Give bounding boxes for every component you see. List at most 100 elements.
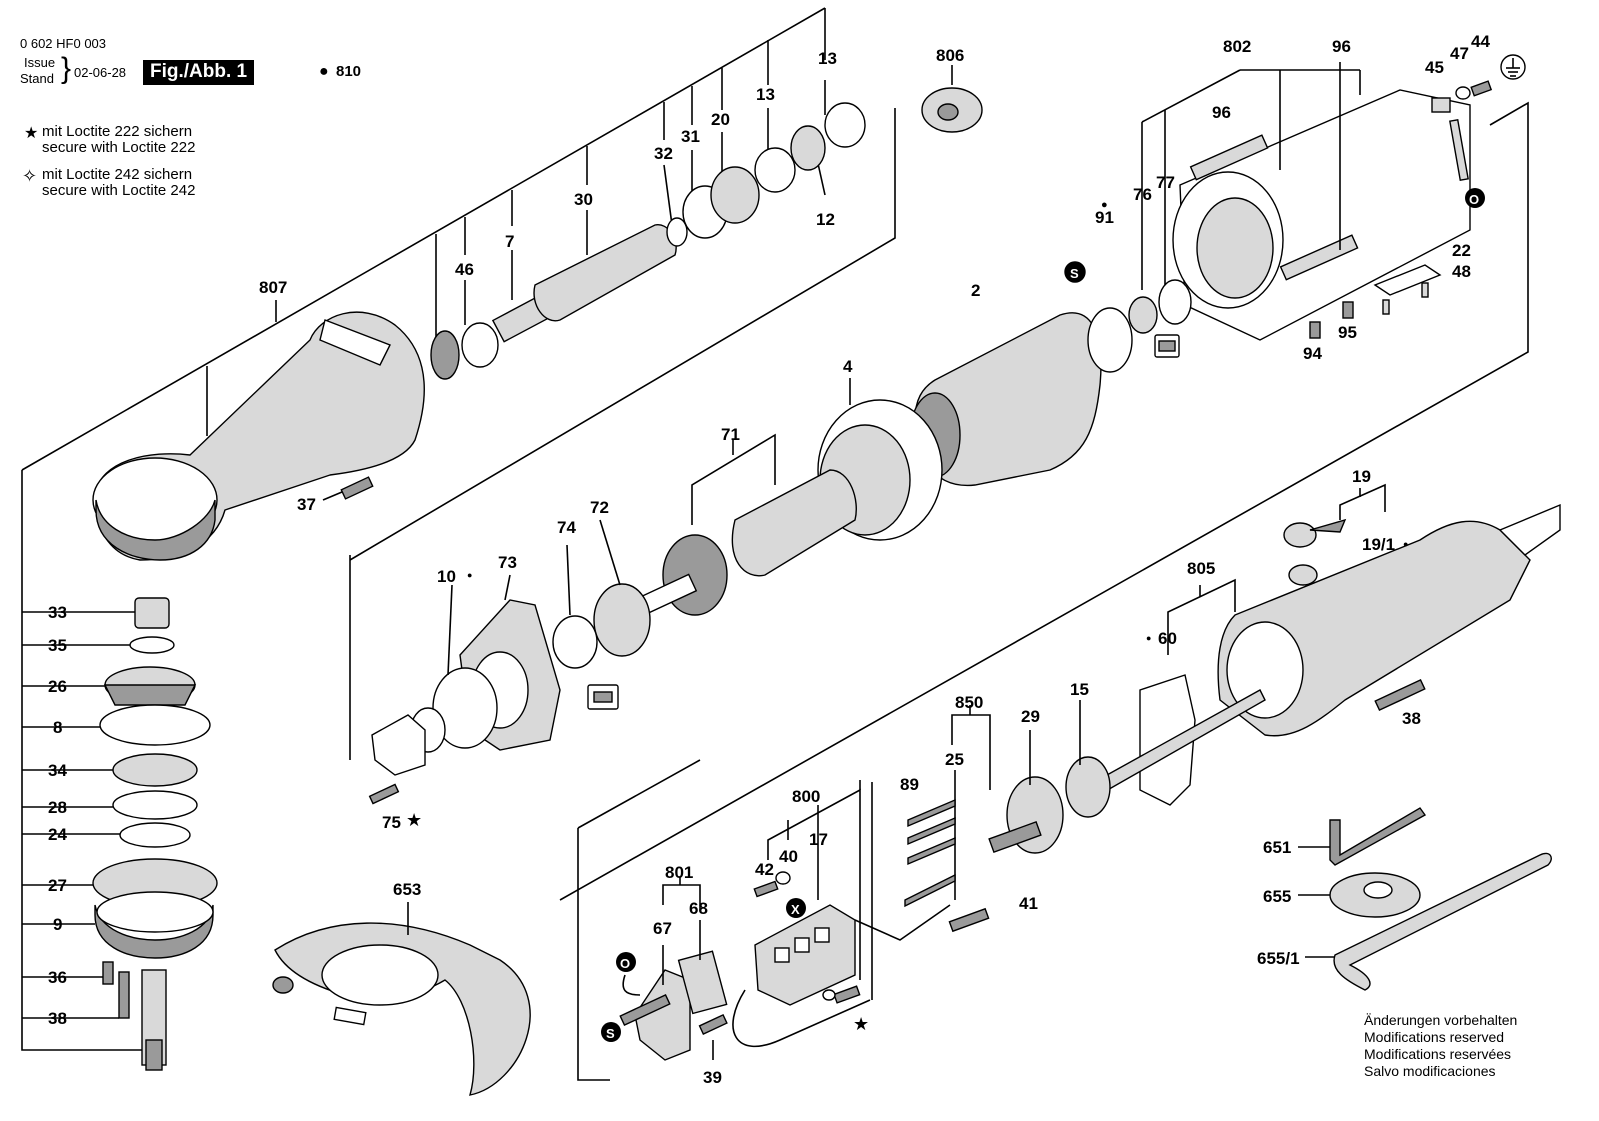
svg-text:S: S bbox=[1070, 266, 1079, 281]
label-37: 37 bbox=[297, 495, 316, 514]
marker-s-top: S bbox=[1065, 262, 1085, 282]
label-42: 42 bbox=[755, 860, 774, 879]
label-22: 22 bbox=[1452, 241, 1471, 260]
label-12: 12 bbox=[816, 210, 835, 229]
dot-60: ● bbox=[1146, 633, 1151, 643]
label-74: 74 bbox=[557, 518, 576, 537]
earth-clamp-parts bbox=[1431, 54, 1526, 182]
label-41: 41 bbox=[1019, 894, 1038, 913]
label-25: 25 bbox=[945, 750, 964, 769]
label-68: 68 bbox=[689, 899, 708, 918]
label-651: 651 bbox=[1263, 838, 1291, 857]
dot-10: ● bbox=[467, 570, 472, 580]
spindle-parts-stack bbox=[92, 597, 218, 1071]
label-801: 801 bbox=[665, 863, 693, 882]
label-8: 8 bbox=[53, 718, 62, 737]
label-33: 33 bbox=[48, 603, 67, 622]
label-850: 850 bbox=[955, 693, 983, 712]
label-35: 35 bbox=[48, 636, 67, 655]
label-76: 76 bbox=[1133, 185, 1152, 204]
label-40: 40 bbox=[779, 847, 798, 866]
label-75: 75 bbox=[382, 813, 401, 832]
label-19: 19 bbox=[1352, 467, 1371, 486]
loctite-242-en: secure with Loctite 242 bbox=[42, 182, 196, 199]
label-7: 7 bbox=[505, 232, 514, 251]
label-15: 15 bbox=[1070, 680, 1089, 699]
document-number: 0 602 HF0 003 bbox=[20, 36, 107, 51]
loctite-242-de: mit Loctite 242 sichern bbox=[42, 166, 193, 183]
brace-glyph: } bbox=[61, 52, 72, 85]
star-icon-75: ★ bbox=[406, 810, 422, 830]
label-653: 653 bbox=[393, 880, 421, 899]
svg-text:O: O bbox=[1469, 192, 1479, 207]
label-19-1: 19/1 bbox=[1362, 535, 1395, 554]
label-802: 802 bbox=[1223, 37, 1251, 56]
label-800: 800 bbox=[792, 787, 820, 806]
loctite-222-en: secure with Loctite 222 bbox=[42, 139, 196, 156]
label-807: 807 bbox=[259, 278, 287, 297]
drive-shaft-chain bbox=[430, 102, 866, 380]
label-94: 94 bbox=[1303, 344, 1322, 363]
dot-91: ● bbox=[1101, 199, 1108, 211]
label-44: 44 bbox=[1471, 32, 1490, 51]
footer-en: Modifications reserved bbox=[1364, 1029, 1505, 1045]
label-71: 71 bbox=[721, 425, 740, 444]
tools bbox=[1298, 807, 1552, 991]
plate-22-screw-48 bbox=[1309, 264, 1442, 339]
star-icon: ★ bbox=[24, 125, 39, 142]
label-24: 24 bbox=[48, 825, 67, 844]
marker-s-bottom: S bbox=[601, 1022, 621, 1042]
label-39: 39 bbox=[703, 1068, 722, 1087]
label-96a: 96 bbox=[1332, 37, 1351, 56]
figure-badge: Fig./Abb. 1 bbox=[143, 60, 255, 85]
motor-housing bbox=[1141, 62, 1471, 341]
label-26: 26 bbox=[48, 677, 67, 696]
marker-x: X bbox=[786, 898, 806, 918]
stator-2 bbox=[909, 261, 1192, 486]
dot-19-1: ● bbox=[1403, 539, 1408, 549]
label-655: 655 bbox=[1263, 887, 1291, 906]
frame-gear-head bbox=[21, 7, 896, 1051]
label-47: 47 bbox=[1450, 44, 1469, 63]
coupling-806 bbox=[921, 65, 983, 133]
bearing-flange-parts bbox=[368, 519, 651, 805]
label-67: 67 bbox=[653, 919, 672, 938]
label-30: 30 bbox=[574, 190, 593, 209]
label-73: 73 bbox=[498, 553, 517, 572]
label-806: 806 bbox=[936, 46, 964, 65]
label-45: 45 bbox=[1425, 58, 1444, 77]
svg-text:X: X bbox=[791, 902, 800, 917]
gear-head-housing bbox=[92, 311, 425, 561]
footer-fr: Modifications reservées bbox=[1364, 1046, 1512, 1062]
label-13b: 13 bbox=[756, 85, 775, 104]
leader-lines-top bbox=[206, 8, 826, 436]
label-89: 89 bbox=[900, 775, 919, 794]
cable-and-shaft-parts bbox=[951, 674, 1266, 900]
cable-connector bbox=[619, 877, 728, 1061]
label-32: 32 bbox=[654, 144, 673, 163]
ref-810-dot: ● bbox=[319, 63, 329, 80]
label-2: 2 bbox=[971, 281, 980, 300]
label-9: 9 bbox=[53, 915, 62, 934]
label-655-1: 655/1 bbox=[1257, 949, 1300, 968]
label-805: 805 bbox=[1187, 559, 1215, 578]
svg-text:O: O bbox=[620, 956, 630, 971]
label-31: 31 bbox=[681, 127, 700, 146]
label-95: 95 bbox=[1338, 323, 1357, 342]
issue-label: Issue bbox=[24, 55, 56, 70]
label-60: 60 bbox=[1158, 629, 1177, 648]
wheel-guard-653 bbox=[272, 902, 531, 1096]
frame-motor bbox=[349, 101, 1529, 901]
label-17: 17 bbox=[809, 830, 828, 849]
footer-es: Salvo modificaciones bbox=[1364, 1063, 1496, 1079]
label-48: 48 bbox=[1452, 262, 1471, 281]
part-labels: 13 13 20 31 32 30 12 7 46 807 37 806 802… bbox=[48, 32, 1490, 1087]
rear-handle bbox=[1167, 483, 1561, 737]
label-27: 27 bbox=[48, 876, 67, 895]
stand-label: Stand bbox=[20, 71, 54, 86]
spindle-leaders bbox=[22, 611, 135, 1019]
four-point-star-icon: ✧ bbox=[22, 166, 38, 186]
label-96b: 96 bbox=[1212, 103, 1231, 122]
frame-switch bbox=[577, 759, 701, 1081]
